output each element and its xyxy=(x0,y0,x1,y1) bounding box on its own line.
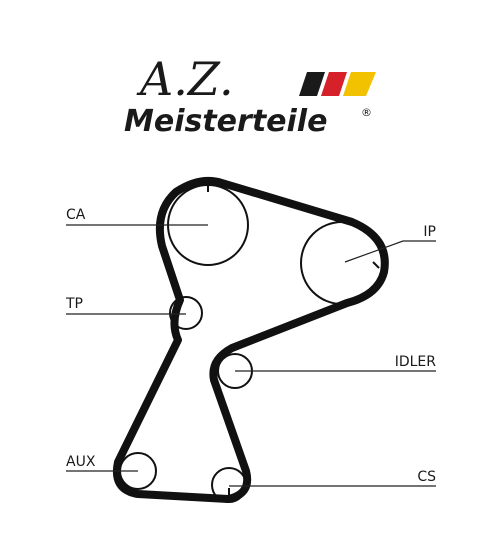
pulley-tp xyxy=(169,296,203,330)
label-tp: TP xyxy=(65,296,83,312)
brand-logo: A.Z. Meisterteile ® xyxy=(124,52,376,139)
label-ip: IP xyxy=(423,224,436,240)
pulley-ip xyxy=(300,221,384,305)
label-aux: AUX xyxy=(66,454,96,470)
label-idler: IDLER xyxy=(395,354,437,370)
belt-outline xyxy=(113,176,389,503)
component-labels: CA IP TP IDLER AUX CS xyxy=(65,207,436,485)
label-ca: CA xyxy=(66,207,86,223)
flag-stripe-red xyxy=(321,72,347,96)
leader-lines xyxy=(66,224,436,487)
leader-line-ip xyxy=(344,240,436,263)
timing-marks xyxy=(207,181,380,500)
timing-belt xyxy=(113,176,389,503)
flag-stripe-gold xyxy=(343,72,376,96)
logo-signature: A.Z. xyxy=(136,52,234,106)
flag-stripes xyxy=(299,72,376,96)
pulley-cs xyxy=(211,467,247,503)
label-cs: CS xyxy=(417,469,436,485)
flag-stripe-black xyxy=(299,72,325,96)
logo-brand-name: Meisterteile xyxy=(124,104,327,139)
registered-mark: ® xyxy=(361,106,372,119)
timing-mark-ip xyxy=(372,261,380,269)
